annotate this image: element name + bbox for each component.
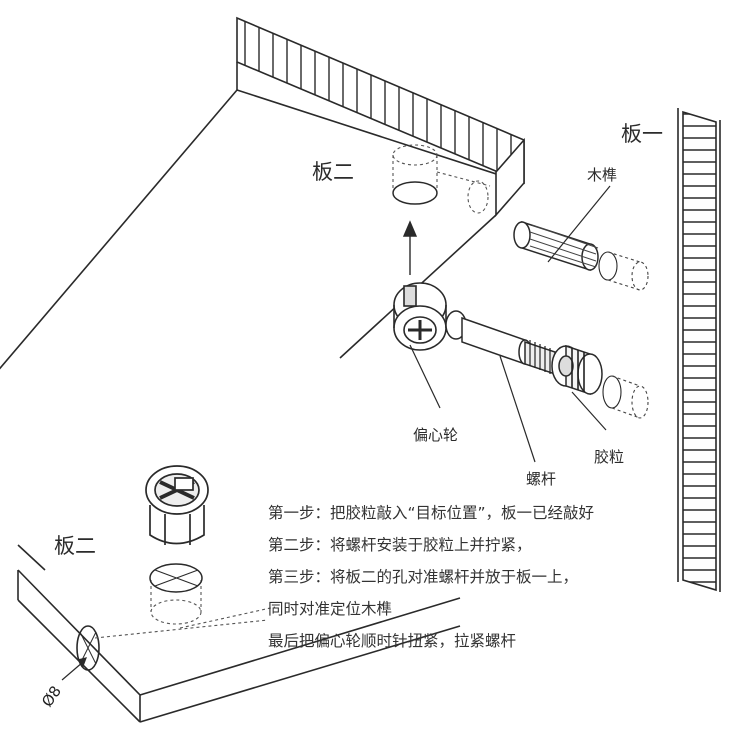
label-rubber-nut: 胶粒 <box>594 448 625 466</box>
bottom-cam-hole <box>149 563 203 593</box>
label-board-one: 板一 <box>621 122 663 146</box>
cam-hole-opening <box>392 181 438 205</box>
step-3: 第三步：将板二的孔对准螺杆并放于板一上， <box>268 568 579 586</box>
label-board-two-top: 板二 <box>312 160 354 184</box>
step-3-continued: 同时对准定位木榫 <box>268 600 393 618</box>
label-dowel: 木榫 <box>587 166 618 184</box>
step-2: 第二步：将螺杆安装于胶粒上并拧紧， <box>268 536 532 554</box>
screw-rod <box>445 310 556 376</box>
diameter-dimension <box>61 657 87 681</box>
leader-lines <box>409 185 611 463</box>
bottom-board-drill-guides <box>94 580 276 639</box>
insertion-arrow <box>402 220 418 275</box>
label-screw-rod: 螺杆 <box>526 470 557 488</box>
wooden-dowel <box>513 220 599 272</box>
step-1: 第一步：把胶粒敲入“目标位置”，板一已经敲好 <box>268 504 595 522</box>
top-board-two <box>0 16 525 370</box>
label-cam-wheel: 偏心轮 <box>413 426 459 444</box>
nut-hole-in-board-one <box>602 375 649 419</box>
board-one <box>677 108 721 592</box>
dowel-hole-in-board-one <box>598 251 649 291</box>
label-board-two-bottom: 板二 <box>54 534 96 558</box>
assembly-steps: 第一步：把胶粒敲入“目标位置”，板一已经敲好 第二步：将螺杆安装于胶粒上并拧紧，… <box>268 504 738 666</box>
step-final: 最后把偏心轮顺时针扭紧，拉紧螺杆 <box>268 632 517 650</box>
rubber-nut <box>551 344 603 396</box>
top-board-drill-holes <box>392 144 491 214</box>
cam-lock-upper <box>393 282 447 351</box>
cam-lock-lower <box>145 465 209 545</box>
